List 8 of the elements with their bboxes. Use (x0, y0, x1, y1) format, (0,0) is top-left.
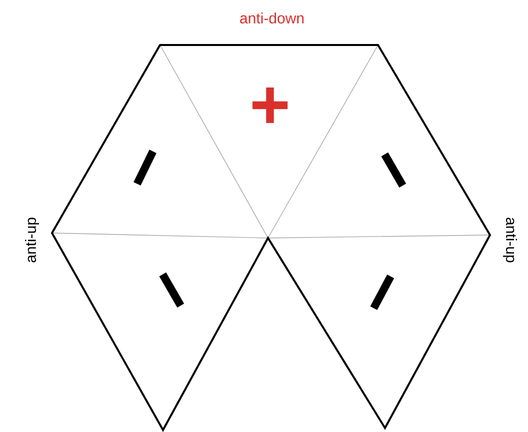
minus-sign: − (134, 150, 156, 186)
minus-sign: − (381, 152, 406, 188)
sign-label: anti-up (25, 218, 39, 262)
sign-label: anti-down (240, 12, 304, 24)
minus-sign: − (159, 272, 184, 308)
minus-sign: − (370, 274, 394, 310)
sign-label: anti-up (503, 218, 517, 262)
plus-sign: + (252, 87, 288, 124)
